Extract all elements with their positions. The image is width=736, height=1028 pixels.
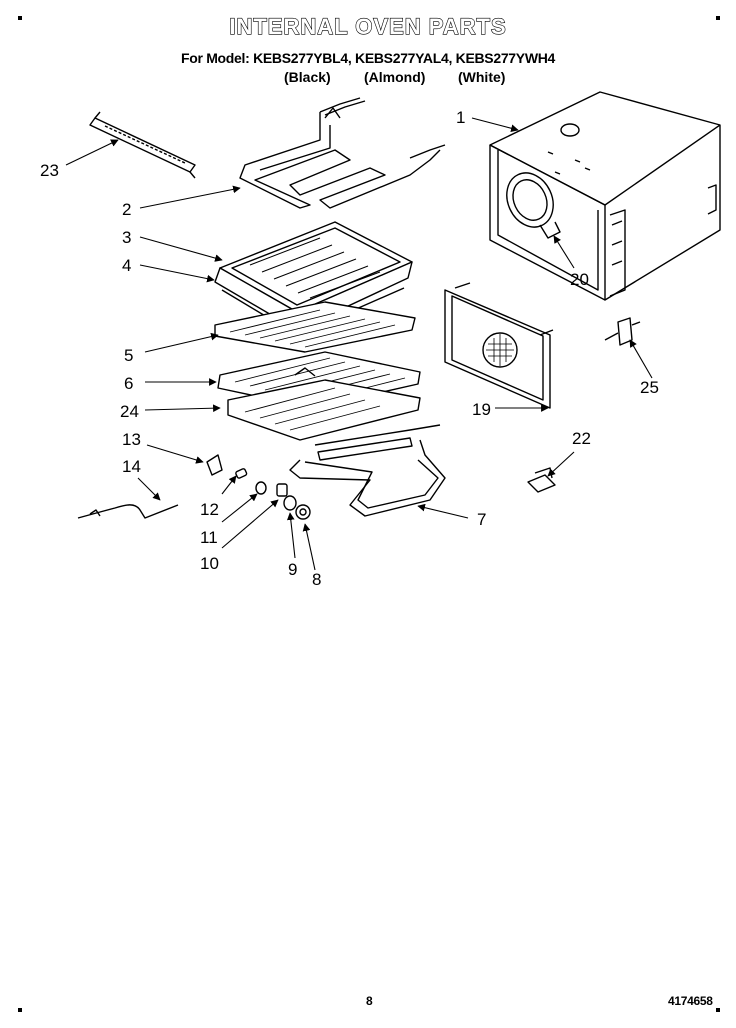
callout-8: 8	[312, 570, 321, 589]
part-20-light-assembly	[506, 172, 561, 239]
callout-24: 24	[120, 402, 139, 421]
registration-mark	[716, 16, 720, 20]
part-5-oven-rack	[214, 301, 416, 353]
callout-3: 3	[122, 228, 131, 247]
part-8-nut	[295, 504, 311, 520]
callout-20: 20	[570, 270, 589, 289]
part-12-spacer	[235, 468, 248, 479]
callout-19: 19	[472, 400, 491, 419]
part-1-oven-cavity	[489, 91, 721, 301]
page-number: 8	[366, 994, 373, 1008]
part-24-oven-rack	[227, 379, 421, 441]
part-25-clip	[604, 317, 641, 346]
model-list: For Model: KEBS277YBL4, KEBS277YAL4, KEB…	[180, 50, 556, 66]
callout-12: 12	[200, 500, 219, 519]
callout-25: 25	[640, 378, 659, 397]
callout-22: 22	[572, 429, 591, 448]
variant-white: (White)	[458, 69, 506, 85]
part-10-screw	[276, 483, 288, 497]
registration-mark	[18, 16, 22, 20]
callout-2: 2	[122, 200, 131, 219]
part-7-bake-element	[289, 424, 446, 517]
callout-5: 5	[124, 346, 133, 365]
part-11-washer	[255, 481, 267, 495]
part-13-bracket	[206, 454, 223, 476]
callout-1: 1	[456, 108, 465, 127]
variant-black: (Black)	[284, 69, 331, 85]
part-19-fan-cover	[444, 282, 554, 409]
part-23-bracket	[89, 111, 196, 179]
callout-4: 4	[122, 256, 131, 275]
document-number: 4174658	[668, 994, 713, 1008]
part-2-broil-element	[239, 97, 446, 209]
callout-23: 23	[40, 161, 59, 180]
part-14-temperature-sensor	[77, 504, 179, 519]
registration-mark	[18, 1008, 22, 1012]
callout-11: 11	[200, 528, 218, 547]
page-title: INTERNAL OVEN PARTS	[229, 13, 507, 39]
part-9-washer	[283, 495, 297, 511]
callout-9: 9	[288, 560, 297, 579]
part-22-clip	[527, 467, 556, 493]
callout-14: 14	[122, 457, 141, 476]
registration-mark	[716, 1008, 720, 1012]
callout-13: 13	[122, 430, 141, 449]
variant-almond: (Almond)	[364, 69, 426, 85]
callout-10: 10	[200, 554, 219, 573]
callout-6: 6	[124, 374, 133, 393]
callout-7: 7	[477, 510, 486, 529]
